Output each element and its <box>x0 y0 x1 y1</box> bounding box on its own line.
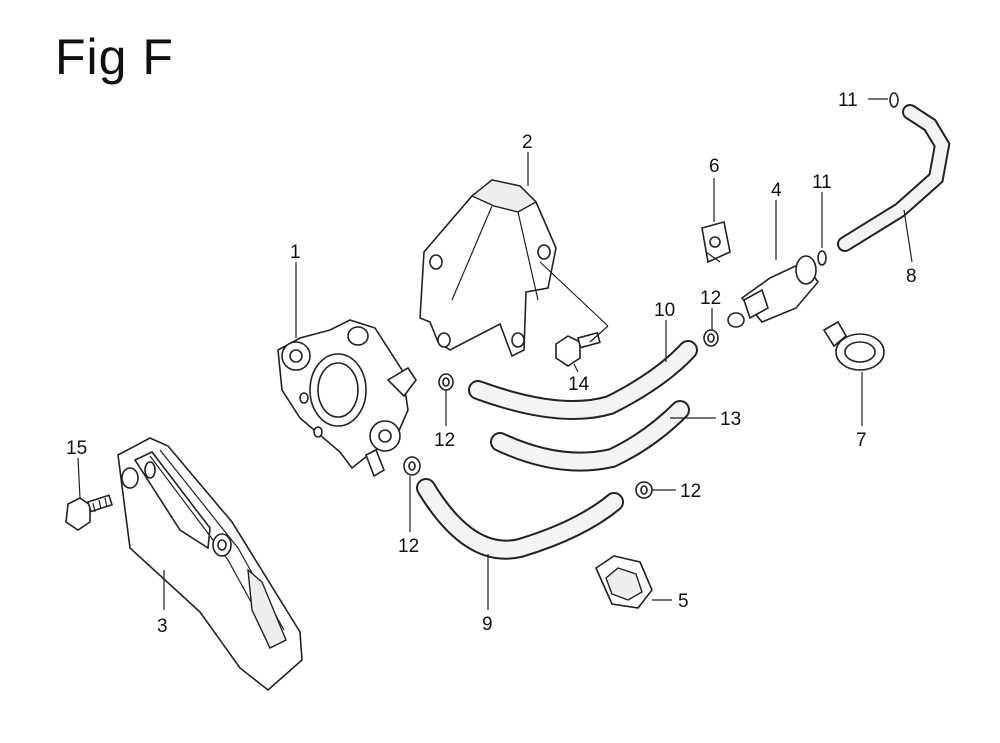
figure-title: Fig F <box>55 29 174 85</box>
part-6-clip <box>701 221 731 264</box>
part-9-hose <box>416 478 624 560</box>
part-12-clip-d <box>635 481 653 499</box>
callout-12-a: 12 <box>434 430 455 451</box>
callout-11-upper: 11 <box>838 90 858 111</box>
part-13-hose <box>490 400 690 472</box>
part-3-guard-plate <box>117 437 303 692</box>
callout-7: 7 <box>856 430 867 451</box>
part-5-grommet <box>594 555 653 609</box>
callout-3: 3 <box>157 616 168 637</box>
callout-14: 14 <box>568 374 590 395</box>
callout-15: 15 <box>66 438 87 459</box>
part-8-hose <box>837 104 951 252</box>
part-15-bolt <box>65 494 114 531</box>
part-10-hose <box>468 340 698 420</box>
callout-9: 9 <box>482 614 493 635</box>
leader-lines <box>77 98 913 610</box>
callout-13: 13 <box>720 409 741 430</box>
part-11-clip-upper <box>889 92 899 108</box>
part-14-bolt <box>555 331 601 367</box>
part-2-bracket <box>419 179 557 358</box>
part-12-clip-c <box>703 329 719 347</box>
part-11-clip-lower <box>817 250 827 266</box>
callout-10: 10 <box>654 300 675 321</box>
callout-labels: 1 2 3 4 5 6 7 8 9 10 11 11 12 12 12 12 1… <box>66 90 917 637</box>
callout-12-d: 12 <box>680 481 701 502</box>
callout-11-lower: 11 <box>812 172 832 193</box>
callout-4: 4 <box>771 180 782 201</box>
callout-5: 5 <box>678 591 689 612</box>
callout-6: 6 <box>709 156 720 177</box>
callout-12-c: 12 <box>700 288 721 309</box>
callout-8: 8 <box>906 266 917 287</box>
callout-12-b: 12 <box>398 536 419 557</box>
callout-1: 1 <box>290 242 301 263</box>
part-1-manifold <box>277 319 417 478</box>
part-7-clamp <box>822 320 885 371</box>
part-12-clip-a <box>438 373 454 391</box>
callout-2: 2 <box>522 132 533 153</box>
part-4-fuel-filter <box>727 255 820 328</box>
part-12-clip-b <box>403 456 421 476</box>
